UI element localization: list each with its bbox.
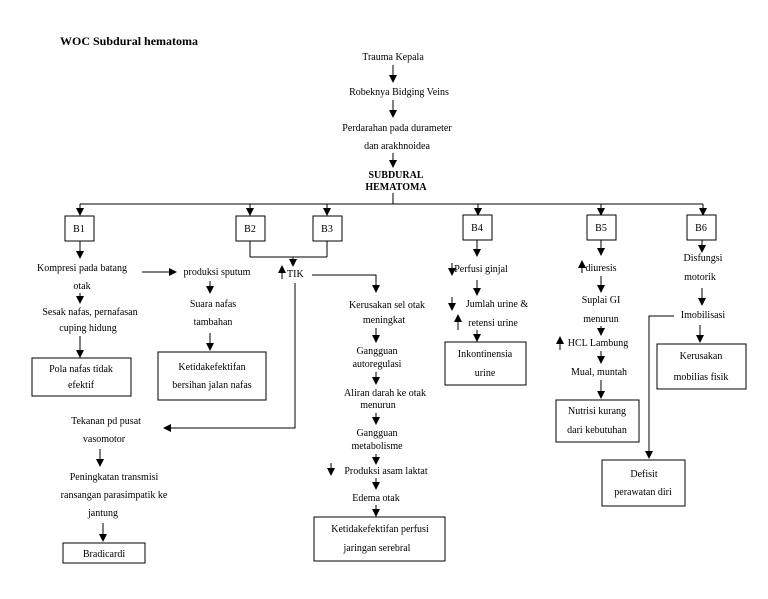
dx-inkontinensia-box <box>444 341 527 386</box>
box-b6-label: B6 <box>695 223 707 234</box>
node-tekanan: Tekanan pd pusat <box>71 416 141 427</box>
dx-pola-nafas: Pola nafas tidak <box>49 364 113 375</box>
dx-perfusi-serebral: Ketidakefektifan perfusi <box>331 524 429 535</box>
box-b4-label: B4 <box>471 223 483 234</box>
node-sputum: produksi sputum <box>184 267 251 278</box>
dx-bersihan-line2: bersihan jalan nafas <box>172 380 252 391</box>
node-perdarahan: Perdarahan pada durameter <box>342 123 452 134</box>
node-jumlah-urine: Jumlah urine & <box>466 299 528 310</box>
node-retensi-urine: retensi urine <box>468 318 518 329</box>
box-b6 <box>686 214 717 241</box>
node-hcl-lambung: HCL Lambung <box>568 338 628 349</box>
node-asam-laktat: Produksi asam laktat <box>344 466 428 477</box>
dx-bradicardi: Bradicardi <box>83 549 125 560</box>
node-suplai-gi: Suplai GI <box>582 295 621 306</box>
box-b5 <box>586 214 617 241</box>
dx-bradicardi-box <box>62 542 146 564</box>
dx-defisit: Defisit <box>630 469 657 480</box>
node-trauma: Trauma Kepala <box>362 52 424 63</box>
arrow <box>312 274 380 293</box>
dx-mobilitas-line2: mobilias fisik <box>674 372 729 383</box>
node-gangguan-auto: Gangguan <box>356 346 397 357</box>
box-b1-label: B1 <box>73 224 85 235</box>
node-kompresi-line2: otak <box>73 281 90 292</box>
node-gangguan-auto-line2: autoregulasi <box>353 359 402 370</box>
dx-pola-nafas-box <box>31 357 132 397</box>
dx-bersihan-box <box>157 351 267 401</box>
node-gangguan-meta: Gangguan <box>356 428 397 439</box>
arrow <box>645 315 674 459</box>
dx-inkontinensia: Inkontinensia <box>458 349 513 360</box>
dx-bersihan: Ketidakefektifan <box>178 362 245 373</box>
node-aliran-line2: menurun <box>360 400 396 411</box>
node-gangguan-meta-line2: metabolisme <box>351 441 403 452</box>
node-subdural-line2: HEMATOMA <box>365 182 427 193</box>
dx-mobilitas-box <box>656 343 747 390</box>
box-b4 <box>462 214 493 241</box>
node-suplai-gi-line2: menurun <box>583 314 619 325</box>
node-kompresi: Kompresi pada batang <box>37 263 127 274</box>
node-tik: TIK <box>287 269 304 280</box>
node-suara: Suara nafas <box>190 299 236 310</box>
node-transmisi-line2: ransangan parasimpatik ke <box>61 490 168 501</box>
node-imobilisasi: Imobilisasi <box>681 310 726 321</box>
box-b5-label: B5 <box>595 223 607 234</box>
dx-defisit-line2: perawatan diri <box>614 487 672 498</box>
node-disfungsi: Disfungsi <box>684 253 723 264</box>
node-robek: Robeknya Bidging Veins <box>349 87 449 98</box>
node-disfungsi-line2: motorik <box>684 272 716 283</box>
node-transmisi: Peningkatan transmisi <box>70 472 159 483</box>
box-b2 <box>235 215 266 242</box>
dx-perfusi-serebral-box <box>313 516 446 562</box>
box-b1 <box>64 215 95 242</box>
box-b3-label: B3 <box>321 224 333 235</box>
box-b3 <box>312 215 343 242</box>
dx-pola-nafas-line2: efektif <box>68 380 95 391</box>
node-mual-muntah: Mual, muntah <box>571 367 627 378</box>
dx-nutrisi-line2: dari kebutuhan <box>567 425 627 436</box>
node-edema: Edema otak <box>352 493 399 504</box>
dx-perfusi-serebral-line2: jaringan serebral <box>343 543 411 554</box>
node-sesak: Sesak nafas, pernafasan <box>42 307 137 318</box>
dx-inkontinensia-line2: urine <box>475 368 496 379</box>
node-kerusakan-sel-line2: meningkat <box>363 315 405 326</box>
arrow <box>163 283 296 432</box>
node-sesak-line2: cuping hidung <box>59 323 117 334</box>
dx-nutrisi-box <box>555 399 640 443</box>
node-subdural: SUBDURAL <box>368 170 423 181</box>
dx-mobilitas: Kerusakan <box>680 351 723 362</box>
node-perdarahan-line2: dan arakhnoidea <box>364 141 430 152</box>
dx-defisit-box <box>601 459 686 507</box>
node-transmisi-line3: jantung <box>87 508 118 519</box>
node-perfusi-ginjal: Perfusi ginjal <box>454 264 508 275</box>
diagram-title: WOC Subdural hematoma <box>60 34 198 48</box>
node-diuresis: diuresis <box>585 263 616 274</box>
node-kerusakan-sel: Kerusakan sel otak <box>349 300 425 311</box>
node-tekanan-line2: vasomotor <box>83 434 126 445</box>
box-b2-label: B2 <box>244 224 256 235</box>
node-suara-line2: tambahan <box>194 317 233 328</box>
dx-nutrisi: Nutrisi kurang <box>568 406 626 417</box>
node-aliran: Aliran darah ke otak <box>344 388 426 399</box>
